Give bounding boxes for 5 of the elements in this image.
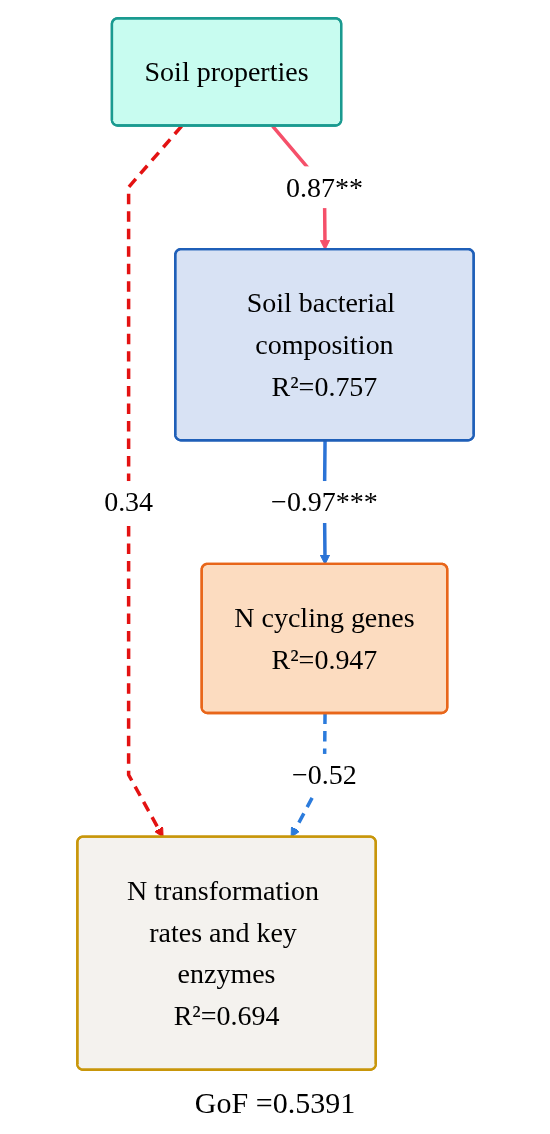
edge-label: 0.34 xyxy=(103,486,153,518)
fit-statistic-text: GoF =0.5391 xyxy=(194,1086,356,1120)
edge-label: −0.52 xyxy=(291,759,357,790)
edge-label: −0.97*** xyxy=(270,486,378,518)
edge-label: 0.87** xyxy=(285,172,363,203)
